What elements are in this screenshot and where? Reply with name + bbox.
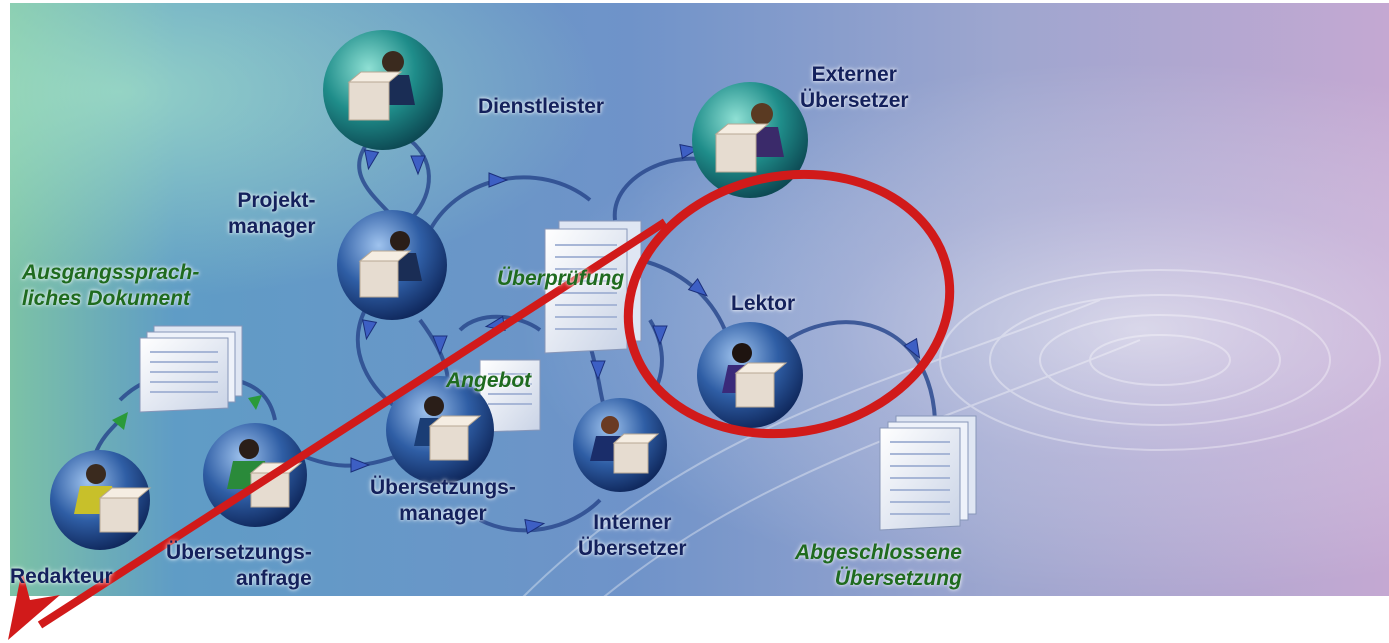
label-angebot: Angebot [446, 369, 532, 392]
label-abgeschlossene-uebersetzung: Abgeschlossene Übersetzung [795, 541, 962, 590]
node-dienstleister [323, 30, 443, 150]
highlight-arrowhead [8, 570, 60, 640]
node-uebersetzungsmanager [386, 376, 494, 484]
label-redakteur: Redakteur [10, 565, 113, 588]
label-interner-uebersetzer: Interner Übersetzer [578, 511, 687, 560]
node-redakteur [50, 450, 152, 550]
label-externer-uebersetzer: Externer Übersetzer [800, 63, 909, 112]
person-with-box-icon [74, 464, 152, 533]
person-with-box-icon [590, 416, 660, 474]
node-lektor [697, 322, 803, 428]
node-externer-uebersetzer [692, 82, 808, 198]
person-with-box-icon [414, 396, 482, 461]
label-dienstleister: Dienstleister [478, 95, 605, 118]
flow-arrows [112, 141, 927, 534]
person-with-box-icon [714, 103, 784, 173]
highlight-ellipse [623, 169, 955, 439]
node-projektmanager [337, 210, 447, 320]
label-ausgangsdokument: Ausgangssprach- liches Dokument [22, 261, 200, 310]
person-with-box-icon [358, 231, 422, 298]
document-stack-icon [139, 325, 243, 413]
label-uebersetzungsanfrage: Übersetzungs- anfrage [166, 541, 312, 590]
label-lektor: Lektor [731, 292, 796, 315]
node-interner-uebersetzer [573, 398, 667, 492]
highlight-arrow [37, 218, 668, 629]
label-uebersetzungsmanager: Übersetzungs- manager [370, 476, 516, 525]
person-with-box-icon [347, 51, 415, 121]
person-with-box-icon [722, 343, 788, 408]
document-stack-icon [879, 415, 977, 531]
label-ueberpruefung: Überprüfung [497, 267, 625, 290]
label-projektmanager: Projekt- manager [228, 189, 316, 238]
